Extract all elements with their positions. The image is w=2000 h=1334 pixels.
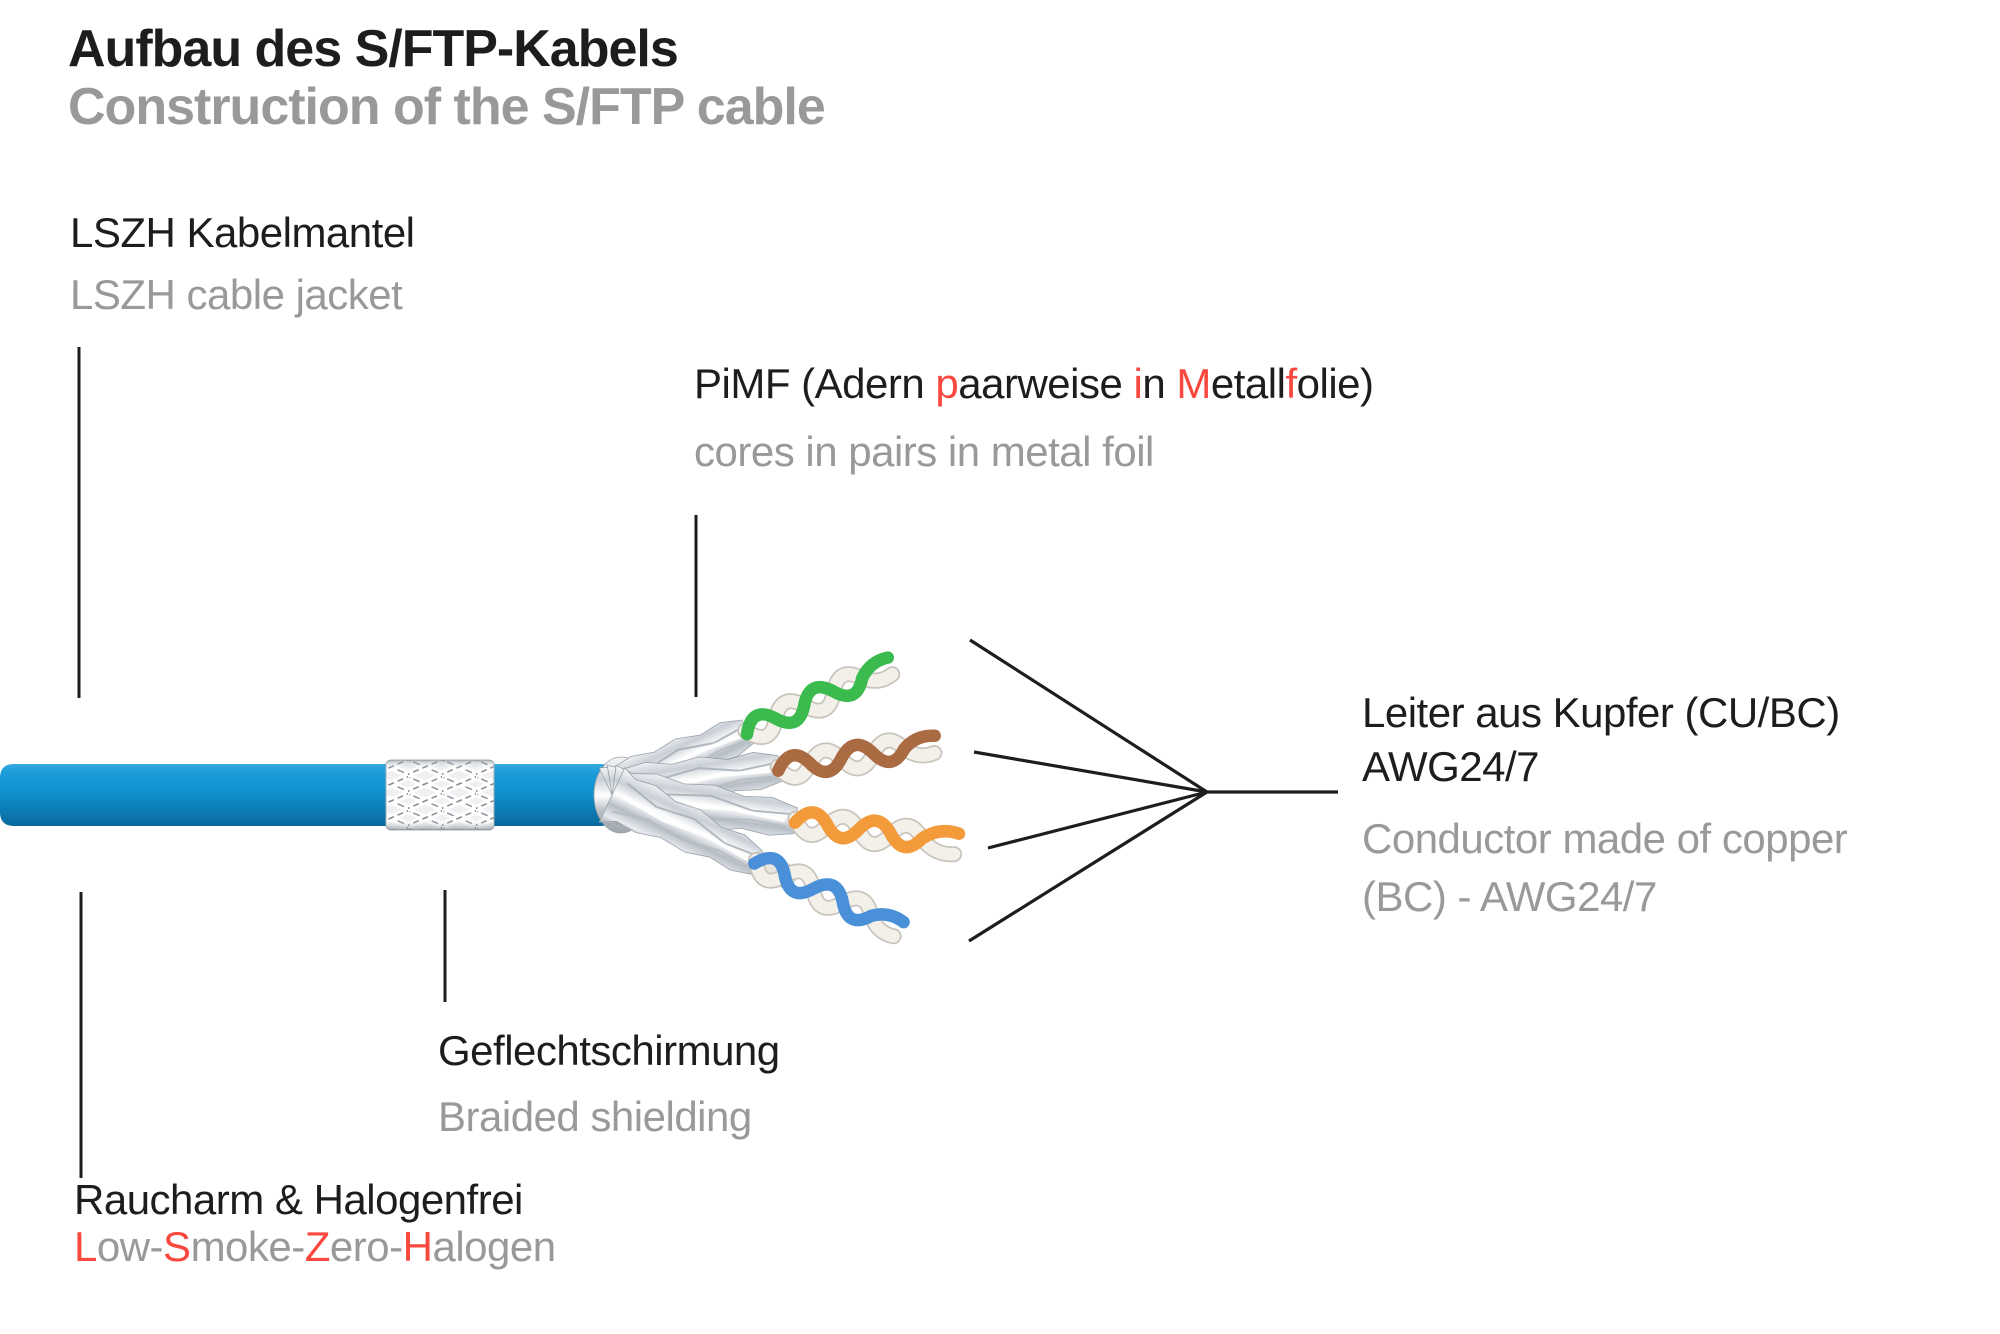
conductor-line-brown: [973, 750, 1208, 794]
twisted-pair-green: [737, 651, 901, 745]
text-segment: Z: [304, 1223, 331, 1270]
foil-pair-arm-blue: [598, 767, 910, 945]
label-halogen-free: Raucharm & Halogenfrei Low-Smoke-Zero-Ha…: [74, 1176, 556, 1270]
text-segment: ow-: [96, 1223, 164, 1270]
twisted-pair-orange: [787, 806, 966, 863]
text-segment: H: [402, 1223, 433, 1270]
label-conductor-en-line1: Conductor made of copper: [1362, 815, 1848, 862]
label-conductor-de: Leiter aus Kupfer (CU/BC) AWG24/7: [1362, 686, 1840, 794]
text-segment: PiMF (Adern: [694, 360, 936, 407]
conductor-line-blue: [968, 790, 1208, 943]
label-braided-shielding-de: Geflechtschirmung: [438, 1027, 780, 1074]
label-cable-jacket-en: LSZH cable jacket: [70, 271, 403, 318]
label-braided-shielding-en: Braided shielding: [438, 1093, 752, 1140]
text-segment: aarweise: [958, 360, 1134, 407]
page-title: Aufbau des S/FTP-Kabels: [68, 20, 679, 78]
text-segment: i: [1133, 360, 1143, 407]
text-segment: alogen: [432, 1223, 556, 1270]
twisted-pair-blue: [747, 851, 910, 945]
text-segment: L: [74, 1223, 97, 1270]
label-conductor-de-line1: Leiter aus Kupfer (CU/BC): [1362, 689, 1840, 736]
conductor-line-orange: [987, 790, 1208, 850]
label-halogen-free-en: Low-Smoke-Zero-Halogen: [74, 1223, 556, 1270]
text-segment: M: [1176, 360, 1211, 407]
label-pimf: PiMF (Adern paarweise in Metallfolie) co…: [694, 350, 1374, 486]
label-cable-jacket-de: LSZH Kabelmantel: [70, 209, 415, 256]
text-segment: olie): [1296, 360, 1374, 407]
text-segment: p: [935, 360, 959, 407]
text-segment: n: [1142, 360, 1177, 407]
text-segment: f: [1285, 360, 1297, 407]
text-segment: ero-: [329, 1223, 403, 1270]
label-cable-jacket: LSZH Kabelmantel LSZH cable jacket: [70, 202, 415, 326]
conductor-line-green: [969, 638, 1208, 794]
label-conductor-en: Conductor made of copper (BC) - AWG24/7: [1362, 810, 1848, 926]
conductor-pointer-lines: [968, 638, 1338, 943]
label-pimf-de: PiMF (Adern paarweise in Metallfolie): [694, 350, 1374, 418]
label-pimf-en: cores in pairs in metal foil: [694, 428, 1154, 475]
label-conductor-de-line2: AWG24/7: [1362, 743, 1540, 790]
twisted-pair-brown: [769, 729, 943, 786]
leader-lines: [77, 347, 698, 1178]
text-segment: S: [163, 1223, 191, 1270]
cable-jacket: [0, 764, 615, 826]
text-segment: moke-: [190, 1223, 306, 1270]
foil-wrap-blue: [598, 767, 763, 875]
text-segment: etall: [1210, 360, 1286, 407]
page-subtitle: Construction of the S/FTP cable: [68, 78, 826, 136]
label-halogen-free-de: Raucharm & Halogenfrei: [74, 1176, 523, 1223]
label-conductor-en-line2: (BC) - AWG24/7: [1362, 873, 1657, 920]
braided-shield-section: [385, 759, 495, 831]
label-braided-shielding: Geflechtschirmung Braided shielding: [438, 1018, 780, 1150]
